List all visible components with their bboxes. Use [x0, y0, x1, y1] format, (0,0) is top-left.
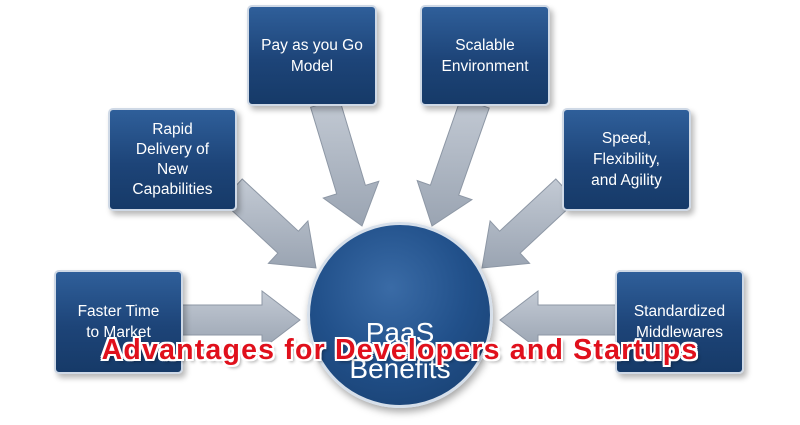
node-label: Scalable Environment	[441, 36, 529, 75]
center-circle: PaaS Benefits	[307, 222, 493, 408]
arrow-faster-time	[179, 289, 301, 351]
arrow-standardized	[499, 289, 619, 351]
node-label: Standardized Middlewares	[633, 303, 726, 341]
arrow-scalable	[416, 97, 490, 227]
arrow-pay-as-you-go	[309, 98, 380, 227]
node-label: Faster Time to Market	[77, 303, 160, 341]
arrow-rapid-delivery	[221, 178, 317, 269]
node-label: Pay as you Go Model	[261, 36, 363, 75]
node-speed: Speed, Flexibility, and Agility	[562, 108, 691, 211]
node-label: Rapid Delivery of New Capabilities	[132, 120, 213, 198]
center-label: PaaS Benefits	[349, 317, 451, 384]
node-scalable: Scalable Environment	[420, 5, 550, 106]
node-faster-time: Faster Time to Market	[54, 270, 183, 374]
node-label: Speed, Flexibility, and Agility	[591, 130, 662, 189]
headline: Advantages for Developers and Startups	[101, 334, 699, 366]
node-standardized: Standardized Middlewares	[615, 270, 744, 374]
node-pay-as-you-go: Pay as you Go Model	[247, 5, 377, 106]
node-rapid-delivery: Rapid Delivery of New Capabilities	[108, 108, 237, 211]
